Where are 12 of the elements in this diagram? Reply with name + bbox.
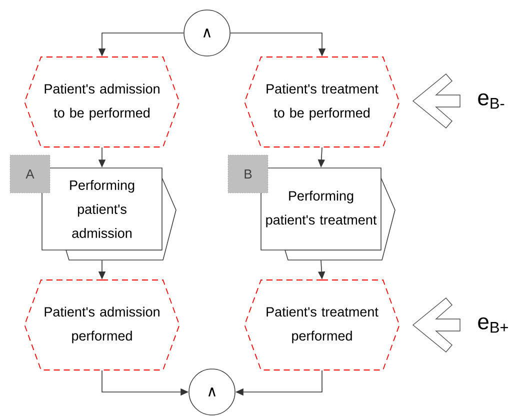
- event-hexagon: Patient's treatment performed: [244, 280, 400, 370]
- event-label: e$_{B+}$: [478, 317, 508, 333]
- event-hexagon: Patient's admission performed: [24, 280, 180, 370]
- process-box: Performing patient's treatment: [260, 168, 396, 260]
- event-hexagon: Patient's admission to be performed: [24, 56, 180, 148]
- event-label: e$_{B-}$: [478, 93, 504, 109]
- event-hexagon: Patient's treatment to be performed: [244, 56, 400, 148]
- process-box: Performing patient's admission: [42, 168, 176, 260]
- and-connector: ∧: [184, 10, 230, 56]
- and-connector: ∧: [188, 368, 236, 416]
- marker-box: B: [228, 154, 268, 194]
- marker-box: A: [10, 154, 50, 194]
